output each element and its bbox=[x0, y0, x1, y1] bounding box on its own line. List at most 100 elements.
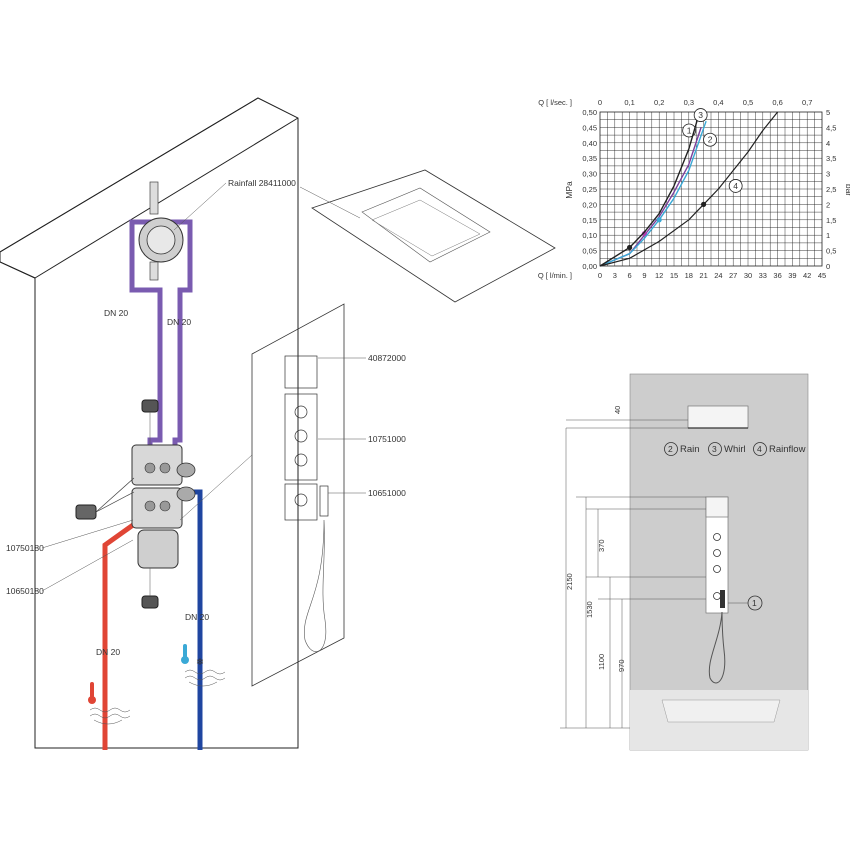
part-label-10751000: 10751000 bbox=[368, 434, 406, 444]
y-left-tick-label: 0,00 bbox=[582, 262, 597, 271]
y-left-tick-label: 0,20 bbox=[582, 200, 597, 209]
svg-text:❄: ❄ bbox=[196, 657, 204, 668]
series-marker-3 bbox=[627, 244, 633, 251]
y-right-tick-label: 0 bbox=[826, 262, 830, 271]
x-top-tick-label: 0,6 bbox=[772, 98, 782, 107]
x-bottom-tick-label: 18 bbox=[685, 271, 693, 280]
dim-370: 370 bbox=[597, 539, 606, 552]
y-left-tick-label: 0,05 bbox=[582, 247, 597, 256]
x-top-tick-label: 0,1 bbox=[624, 98, 634, 107]
series-callout-4 bbox=[728, 179, 743, 193]
series-marker-4 bbox=[701, 201, 707, 207]
legend: 2 Rain 3 Whirl 4 Rainflow bbox=[664, 442, 806, 456]
y-right-tick-label: 3 bbox=[826, 170, 830, 179]
y-right-tick-label: 1,5 bbox=[826, 216, 836, 225]
x-bottom-tick-label: 0 bbox=[598, 271, 602, 280]
dn-label-cold: DN 20 bbox=[185, 612, 209, 622]
x-top-tick-label: 0,2 bbox=[654, 98, 664, 107]
dim-1530: 1530 bbox=[585, 601, 594, 618]
x-top-tick-label: 0,7 bbox=[802, 98, 812, 107]
hot-pipe bbox=[102, 522, 135, 750]
x-top-tick-label: 0,5 bbox=[743, 98, 753, 107]
dimension-drawing: 40 2150 1530 370 1100 970 1 2 Rain 3 Whi… bbox=[560, 373, 809, 751]
x-bottom-tick-label: 21 bbox=[699, 271, 707, 280]
series-line-4 bbox=[599, 111, 779, 267]
y-right-tick-label: 1 bbox=[826, 231, 830, 240]
x-top-tick-label: 0 bbox=[598, 98, 602, 107]
y-left-tick-label: 0,25 bbox=[582, 185, 597, 194]
series-callout-label-4: 4 bbox=[733, 181, 738, 191]
x-bottom-tick-label: 27 bbox=[729, 271, 737, 280]
x-top-tick-label: 0,4 bbox=[713, 98, 723, 107]
series-callout-1 bbox=[682, 123, 697, 138]
rainfall-label: Rainfall 28411000 bbox=[228, 178, 296, 188]
wall-panel bbox=[0, 97, 299, 749]
dn-label-right-top: DN 20 bbox=[167, 317, 191, 327]
x-bottom-tick-label: 12 bbox=[655, 271, 663, 280]
dim-1100: 1100 bbox=[597, 654, 606, 670]
y-right-tick-label: 0,5 bbox=[826, 247, 836, 256]
flow-chart: 0,000,050,100,150,200,250,300,350,400,45… bbox=[538, 98, 850, 280]
x-bottom-tick-label: 33 bbox=[759, 271, 767, 280]
x-bottom-tick-label: 45 bbox=[818, 271, 826, 280]
x-top-tick-label: 0,3 bbox=[684, 98, 694, 107]
y-left-tick-label: 0,50 bbox=[582, 108, 597, 117]
rainfall-connection bbox=[138, 181, 184, 281]
series-callout-label-1: 1 bbox=[687, 125, 692, 135]
x-bottom-tick-label: 42 bbox=[803, 271, 811, 280]
series-marker-2 bbox=[656, 217, 662, 223]
legend-rainflow: Rainflow bbox=[769, 444, 806, 455]
cold-water-icon: ❄ bbox=[181, 644, 226, 687]
dim-2150: 2150 bbox=[565, 573, 574, 590]
dim-40: 40 bbox=[613, 406, 622, 414]
part-label-10650180: 10650180 bbox=[6, 586, 44, 596]
y-right-tick-label: 2 bbox=[826, 200, 830, 209]
x-bottom-tick-label: 24 bbox=[714, 271, 722, 280]
thermostat-block bbox=[75, 399, 196, 609]
dimension-overhead-shower bbox=[687, 405, 749, 429]
y-left-tick-label: 0,30 bbox=[582, 170, 597, 179]
x-bottom-tick-label: 36 bbox=[773, 271, 781, 280]
x-bottom-tick-label: 9 bbox=[642, 271, 646, 280]
part-label-40872000: 40872000 bbox=[368, 353, 406, 363]
hot-water-icon bbox=[88, 682, 131, 725]
right-axis-label: bar bbox=[844, 184, 850, 196]
x-bottom-tick-label: 3 bbox=[613, 271, 617, 280]
dn-label-hot: DN 20 bbox=[96, 647, 120, 657]
y-left-tick-label: 0,15 bbox=[582, 216, 597, 225]
y-left-tick-label: 0,35 bbox=[582, 154, 597, 163]
y-right-tick-label: 2,5 bbox=[826, 185, 836, 194]
legend-rain: Rain bbox=[680, 444, 700, 455]
series-callout-label-2: 2 bbox=[708, 135, 713, 145]
y-left-tick-label: 0,10 bbox=[582, 231, 597, 240]
y-right-tick-label: 4,5 bbox=[826, 123, 836, 132]
y-left-tick-label: 0,45 bbox=[582, 123, 597, 132]
part-label-10750180: 10750180 bbox=[6, 543, 44, 553]
y-right-tick-label: 5 bbox=[826, 108, 830, 117]
legend-whirl: Whirl bbox=[724, 444, 746, 455]
legend-num-3: 3 bbox=[712, 444, 717, 454]
series-callout-3 bbox=[693, 108, 708, 122]
x-bottom-tick-label: 30 bbox=[744, 271, 752, 280]
callout-1-label: 1 bbox=[752, 598, 757, 608]
series-callout-label-3: 3 bbox=[698, 110, 703, 120]
shower-panel-drawing bbox=[179, 303, 345, 687]
x-bottom-tick-label: 6 bbox=[628, 271, 632, 280]
bottom-axis-label: Q [ l/min. ] bbox=[538, 271, 572, 280]
series-marker-1 bbox=[641, 231, 648, 237]
overhead-shower-drawing bbox=[299, 169, 556, 303]
legend-num-2: 2 bbox=[668, 444, 673, 454]
dim-970: 970 bbox=[617, 659, 626, 672]
series-callout-2 bbox=[703, 132, 717, 147]
part-label-10651000: 10651000 bbox=[368, 488, 406, 498]
top-axis-label: Q [ l/sec. ] bbox=[538, 98, 572, 107]
x-bottom-tick-label: 15 bbox=[670, 271, 678, 280]
y-left-tick-label: 0,40 bbox=[582, 139, 597, 148]
y-right-tick-label: 3,5 bbox=[826, 154, 836, 163]
y-right-tick-label: 4 bbox=[826, 139, 830, 148]
legend-num-4: 4 bbox=[757, 444, 762, 454]
dn-label-left-top: DN 20 bbox=[104, 308, 128, 318]
x-bottom-tick-label: 39 bbox=[788, 271, 796, 280]
